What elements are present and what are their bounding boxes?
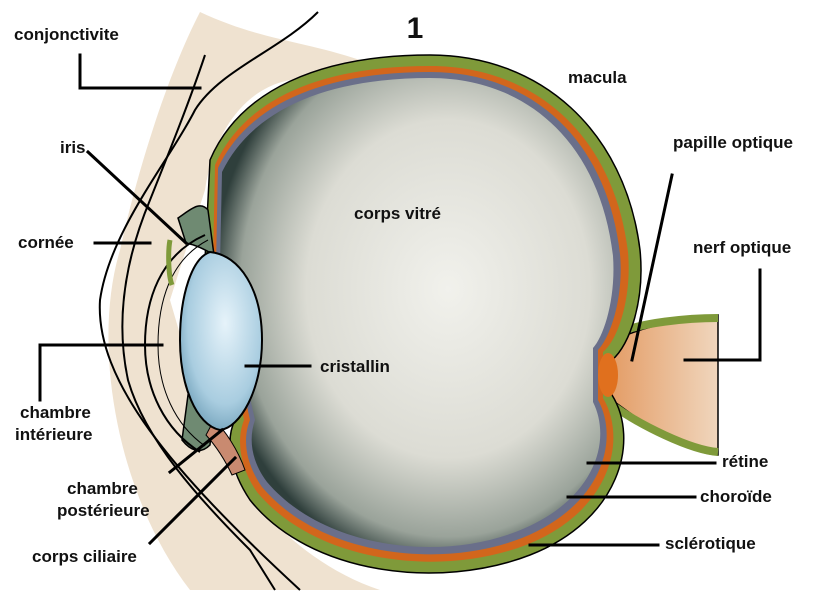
- label-choroide: choroïde: [700, 487, 772, 506]
- label-corps-vitre: corps vitré: [354, 204, 441, 223]
- figure-number: 1: [407, 12, 424, 45]
- label-cornee: cornée: [18, 233, 74, 252]
- label-iris: iris: [60, 138, 86, 157]
- label-cristallin: cristallin: [320, 357, 390, 376]
- vitreous-body: [220, 78, 613, 547]
- label-retine: rétine: [722, 452, 768, 471]
- optic-papilla: [598, 353, 618, 397]
- label-macula: macula: [568, 68, 627, 87]
- label-chambre-posterieure-line1: chambre: [67, 479, 138, 498]
- label-corps-ciliaire: corps ciliaire: [32, 547, 137, 566]
- label-sclerotique: sclérotique: [665, 534, 756, 553]
- label-chambre-interieure-line1: chambre: [20, 403, 91, 422]
- label-conjonctivite: conjonctivite: [14, 25, 119, 44]
- label-chambre-posterieure-line2: postérieure: [57, 501, 150, 520]
- label-nerf-optique: nerf optique: [693, 238, 791, 257]
- label-papille-optique: papille optique: [673, 133, 793, 152]
- label-chambre-interieure-line2: intérieure: [15, 425, 92, 444]
